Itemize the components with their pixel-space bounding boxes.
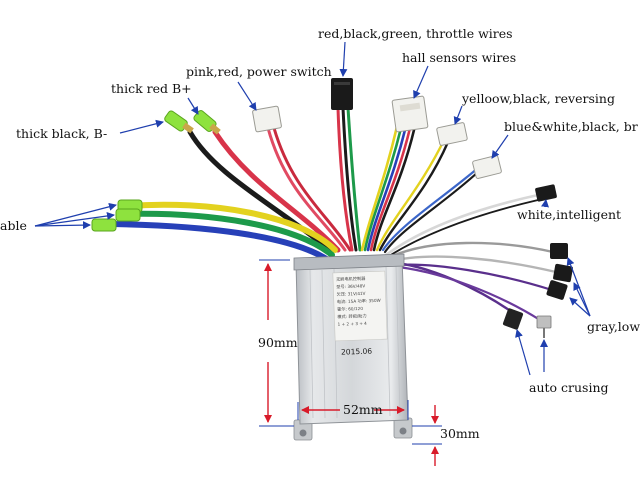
arrow-gray-3 [569,297,591,317]
arrow-reversing [453,105,463,125]
label-motor-cable: able [0,218,27,233]
label-throttle: red,black,green, throttle wires [318,26,513,41]
wire-bundle [105,106,558,322]
auto-crusing-plug-2 [536,315,552,338]
throttle-plug [331,78,353,110]
wire-thick-red [212,129,341,253]
wire-motor-yellow [125,201,338,253]
wire-hall-1 [360,120,400,252]
arrow-thick-red [187,97,199,115]
bullet-connector-black [164,110,194,134]
label-reversing: yelloow,black, reversing [461,91,615,106]
gray-plug-2 [553,263,573,283]
wire-brake-blue [381,166,480,252]
gray-plug-1 [550,243,568,259]
gray-plug-3 [546,280,568,300]
wire-reversing-yellow [375,136,447,252]
wire-auto-purple-2 [386,264,542,322]
sticker-line: 型号: 36V/48V [336,282,365,290]
arrow-motor-3 [34,221,91,230]
wire-hall-4 [369,126,412,252]
wire-hall-5 [372,128,416,252]
wire-hall-3 [366,124,408,252]
depth-dimension: 30mm [440,426,480,441]
label-gray: gray,low [587,319,640,334]
wire-power-switch-red [272,126,352,252]
arrow-hall [413,65,429,99]
wire-throttle-black [341,106,358,252]
motor-bullet-green [115,208,141,222]
auto-crusing-plug-1 [502,308,524,330]
sticker-line: 电流: 15A 功率: 350W [337,297,381,306]
power-switch-plug [252,105,282,133]
wire-power-switch-pink [266,126,347,252]
wire-labels: red,black,green, throttle wires hall sen… [0,26,640,395]
brake-plug [472,155,502,179]
sticker-line: 模式: 转把/助力 [337,312,367,320]
date-code: 2015.06 [341,347,373,357]
label-intelligent: white,intelligent [517,207,621,222]
label-thick-red: thick red B+ [111,81,192,96]
sticker-line: 欠压: 31V/41V [336,290,365,298]
motor-bullet-blue [91,218,117,232]
callout-arrows [34,41,591,376]
arrow-gray-1 [566,257,591,317]
label-brake: blue&white,black, br [504,119,638,134]
width-dimension: 52mm [343,402,383,417]
arrow-throttle [339,41,348,77]
sticker-line: 1 + 2 + 3 + 4 [338,321,368,327]
arrow-gray-2 [573,282,591,317]
label-power-switch: pink,red, power switch [186,64,332,79]
arrow-auto-1 [515,329,531,376]
arrow-brake [491,134,509,159]
wire-throttle-green [346,106,362,252]
wire-throttle-red [336,106,354,252]
wire-intelligent-white [384,193,540,257]
wire-hall-2 [363,122,404,252]
sticker-line: 霍尔: 60/120 [337,305,363,313]
arrow-motor-1 [34,202,117,227]
hall-sensors-plug [391,95,429,133]
height-dimension: 90mm [258,335,298,350]
wire-auto-purple-1 [386,260,514,314]
arrow-intelligent [541,199,549,208]
dimension-markers: 90mm 52mm 30mm [258,259,480,466]
reversing-plug [436,122,468,146]
label-auto-crusing: auto crusing [529,380,609,395]
label-hall: hall sensors wires [402,50,516,65]
arrow-motor-2 [34,212,115,227]
intelligent-plug [535,184,557,202]
sticker-line: 无刷电机控制器 [336,275,366,283]
arrow-thick-black [119,119,164,134]
wire-brake-black [383,170,480,254]
wire-motor-green [122,210,335,258]
label-thick-black: thick black, B- [16,126,107,141]
wire-motor-blue [105,221,331,263]
wire-gray-1 [386,241,555,260]
arrow-power-switch [237,81,257,111]
connectors [91,78,573,338]
wire-intelligent-black [385,199,539,259]
wire-reversing-black [378,140,450,252]
